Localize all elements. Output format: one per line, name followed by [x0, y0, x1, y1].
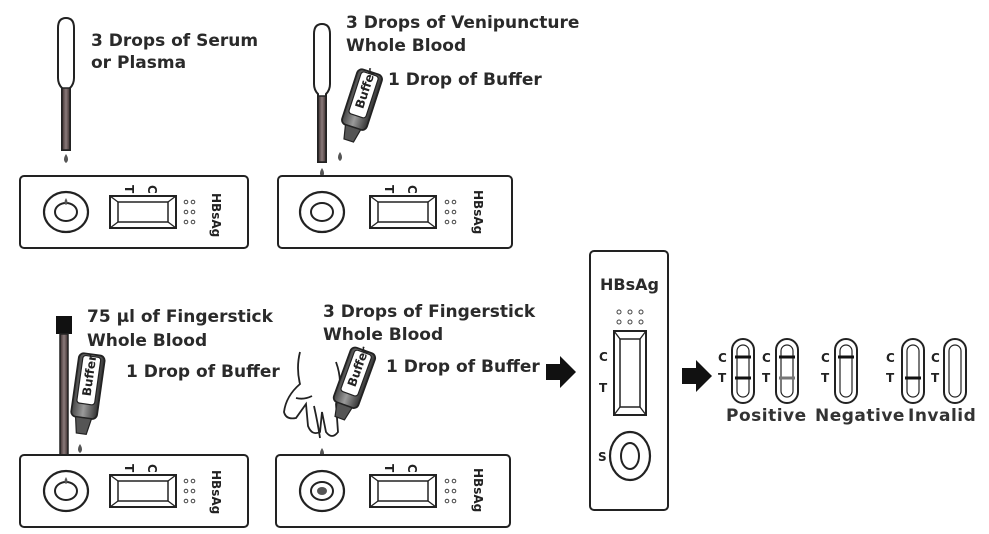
- test-cassette: T C HBsAg: [19, 175, 249, 249]
- t-label: T: [122, 185, 136, 194]
- result-strip-positive-1: C T: [718, 338, 755, 404]
- result-strip-invalid-2: C T: [931, 338, 967, 404]
- c-label: C: [145, 464, 159, 473]
- svg-text:C: C: [821, 351, 830, 365]
- svg-text:C: C: [718, 351, 727, 365]
- svg-text:T: T: [762, 371, 771, 385]
- buffer-bottle-icon: Buffer: [70, 352, 106, 436]
- result-strip-invalid-1: C T: [886, 338, 925, 404]
- c-label: C: [145, 185, 159, 194]
- panel-serum: 3 Drops of Serum or Plasma T C HBsAg: [19, 16, 258, 249]
- t-label: T: [599, 381, 608, 395]
- fingerstick-drops-label-line2: Whole Blood: [323, 325, 443, 345]
- t-label: T: [382, 464, 396, 473]
- svg-text:T: T: [886, 371, 895, 385]
- capillary-tube-icon: [56, 316, 72, 457]
- venipuncture-buffer-label: 1 Drop of Buffer: [388, 70, 542, 90]
- hand-icon: [283, 351, 341, 439]
- s-label: S: [598, 450, 607, 464]
- arrow-right-icon: [682, 360, 712, 392]
- serum-label-line1: 3 Drops of Serum: [91, 31, 258, 51]
- result-strip-positive-2: C T: [762, 338, 799, 404]
- pipette-icon: [313, 22, 331, 177]
- buffer-bottle-icon: Buffer: [341, 67, 383, 143]
- result-strip-negative: C T: [821, 338, 858, 404]
- c-label: C: [599, 350, 608, 364]
- svg-text:T: T: [718, 371, 727, 385]
- svg-text:C: C: [762, 351, 771, 365]
- c-label: C: [405, 464, 419, 473]
- cassette-name: HBsAg: [471, 190, 485, 234]
- test-cassette: T C HBsAg: [19, 454, 249, 528]
- svg-text:C: C: [931, 351, 940, 365]
- panel-venipuncture: Buffer 3 Drops of Venipuncture Whole Blo…: [277, 13, 579, 249]
- fingerstick-drops-label-line1: 3 Drops of Fingerstick: [323, 302, 536, 322]
- svg-text:T: T: [931, 371, 940, 385]
- cassette-name: HBsAg: [209, 193, 223, 237]
- venipuncture-label-line2: Whole Blood: [346, 36, 466, 56]
- vertical-cassette-name: HBsAg: [600, 275, 659, 294]
- venipuncture-label-line1: 3 Drops of Venipuncture: [346, 13, 579, 33]
- cassette-name: HBsAg: [471, 468, 485, 512]
- buffer-bottle-icon: Buffer: [332, 345, 377, 421]
- cassette-name: HBsAg: [209, 470, 223, 514]
- bottle-label: Buffer: [80, 354, 100, 397]
- t-label: T: [382, 185, 396, 194]
- panel-fingerstick-drops: Buffer 3 Drops of Fingerstick Whole Bloo…: [275, 302, 540, 528]
- serum-label-line2: or Plasma: [91, 53, 186, 73]
- fingerstick-ul-label-line2: Whole Blood: [87, 331, 207, 351]
- c-label: C: [405, 185, 419, 194]
- test-cassette: T C HBsAg: [277, 175, 513, 249]
- result-label-invalid: Invalid: [908, 406, 976, 426]
- svg-text:T: T: [821, 371, 830, 385]
- fingerstick-ul-label-line1: 75 µl of Fingerstick: [87, 307, 274, 327]
- vertical-cassette: HBsAg C T S: [589, 250, 669, 511]
- result-strips: C T C T C T C T: [718, 338, 976, 426]
- panel-fingerstick-ul: Buffer 75 µl of Fingerstick Whole Blood …: [19, 307, 280, 528]
- test-cassette: T C HBsAg: [275, 454, 511, 528]
- fingerstick-drops-buffer-label: 1 Drop of Buffer: [386, 357, 540, 377]
- result-label-positive: Positive: [726, 406, 807, 426]
- result-label-negative: Negative: [815, 406, 905, 426]
- svg-text:C: C: [886, 351, 895, 365]
- arrow-right-icon: [546, 356, 576, 388]
- t-label: T: [122, 464, 136, 473]
- pipette-icon: [57, 16, 75, 185]
- fingerstick-ul-buffer-label: 1 Drop of Buffer: [126, 362, 280, 382]
